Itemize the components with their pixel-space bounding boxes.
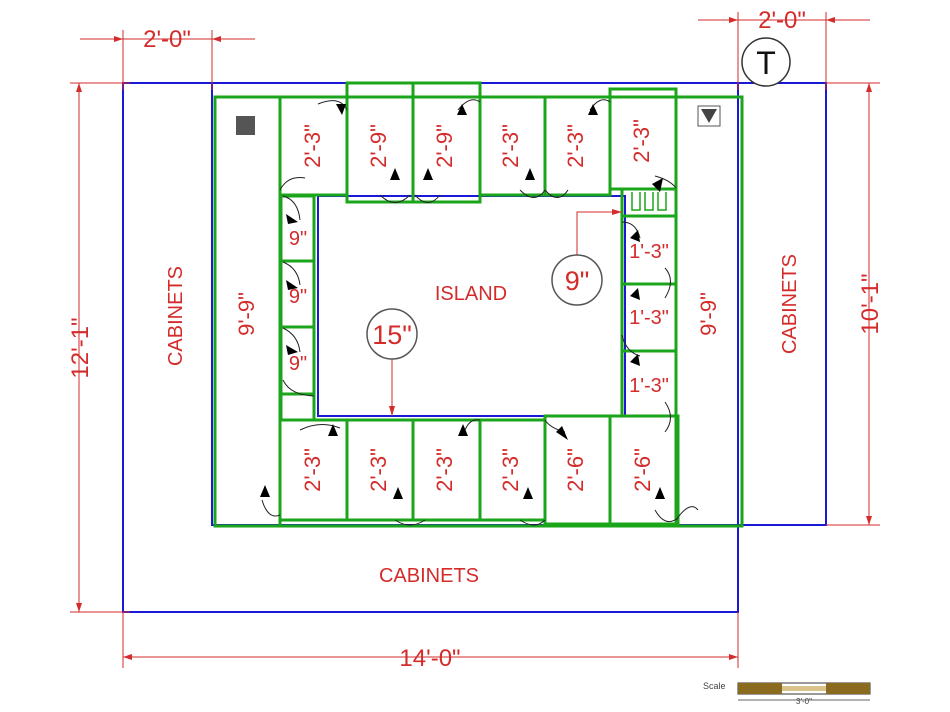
bottom-dimension: 14'-0": [399, 645, 460, 672]
door-swings: [261, 99, 699, 526]
right-small-panel-label: 1'-3": [629, 307, 669, 329]
scale-value: 3'-0": [796, 697, 812, 706]
scale-bar: Scale 3'-0": [703, 681, 871, 706]
panel-frame: [213, 81, 744, 528]
right-dimension: 10'-1": [857, 273, 884, 334]
right-small-panel-label: 1'-3": [629, 375, 669, 397]
top-panel-label: 2'-3": [629, 119, 654, 163]
cabinets-right-label: CABINETS: [779, 254, 801, 354]
bottom-panel-label: 2'-6": [630, 448, 655, 492]
scale-label: Scale: [703, 681, 726, 691]
left-small-panel-4[interactable]: [279, 392, 316, 422]
bottom-panel-label: 2'-3": [366, 448, 391, 492]
gap-left-circle: [366, 308, 418, 360]
bottom-panel-label: 2'-3": [432, 448, 457, 492]
t-marker-circle: [741, 37, 791, 87]
hinge-slots: [631, 192, 667, 211]
left-small-panel-label: 9": [289, 286, 307, 308]
island-outline: [317, 195, 626, 417]
cabinets-left-label: CABINETS: [165, 266, 187, 366]
cabinet-outlines: [122, 82, 827, 613]
down-triangle-icon: [697, 105, 721, 127]
bottom-panel-label: 2'-3": [300, 448, 325, 492]
top-panel-label: 2'-3": [563, 124, 588, 168]
bottom-panel-label: 2'-6": [563, 448, 588, 492]
top-panel-label: 2'-9": [432, 124, 457, 168]
left-inner-dimension: 9'-9": [234, 292, 259, 336]
square-marker-icon: [236, 116, 255, 135]
left-small-panel-label: 9": [289, 353, 307, 375]
bottom-panel-label: 2'-3": [498, 448, 523, 492]
top-panel-label: 2'-3": [498, 124, 523, 168]
top-panel-label: 2'-9": [366, 124, 391, 168]
right-small-panel-label: 1'-3": [629, 241, 669, 263]
top-panel-label: 2'-3": [300, 124, 325, 168]
right-inner-dimension: 9'-9": [696, 292, 721, 336]
gap-top-label: 9": [565, 266, 590, 296]
gap-top-circle: [551, 254, 603, 306]
top-right-dimension: 2'-0": [758, 7, 806, 34]
left-dimension: 12'-1": [67, 317, 94, 378]
island-label: ISLAND: [435, 283, 507, 305]
gap-left-label: 15": [372, 320, 412, 350]
top-left-dimension: 2'-0": [143, 26, 191, 53]
door-arrows: [260, 104, 665, 499]
cabinets-bottom-label: CABINETS: [379, 565, 479, 587]
hinge-block: [620, 187, 678, 218]
dimension-lines: [70, 12, 880, 668]
t-marker-label: T: [756, 45, 776, 81]
left-small-panel-label: 9": [289, 228, 307, 250]
